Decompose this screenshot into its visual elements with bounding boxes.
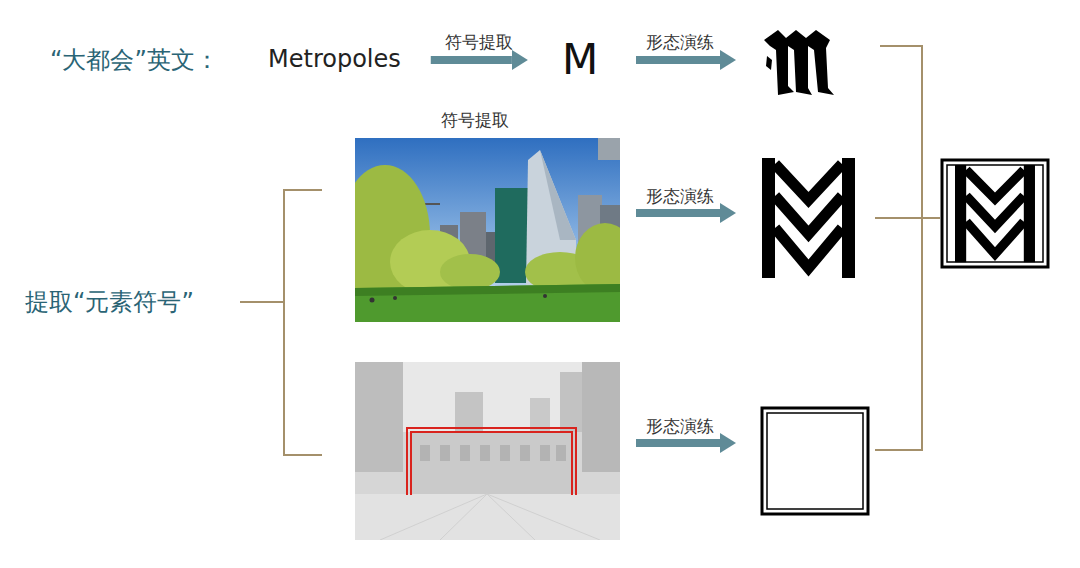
annotation-label: 提取“元素符号” bbox=[25, 288, 194, 317]
chevron-m-symbol bbox=[762, 158, 855, 278]
annotation-label: 形态演练 bbox=[646, 186, 714, 206]
city-park-photo bbox=[355, 138, 620, 322]
library-photo bbox=[355, 362, 620, 540]
combined-logo bbox=[942, 160, 1048, 267]
process-arrow bbox=[431, 56, 512, 64]
annotation-label: 形态演练 bbox=[646, 416, 714, 436]
word-node: Metropoles bbox=[264, 44, 405, 76]
letter-node: M bbox=[558, 34, 602, 86]
annotation-label: “大都会”英文： bbox=[50, 46, 219, 75]
annotation-label: 符号提取 bbox=[441, 110, 509, 130]
process-arrow bbox=[636, 60, 720, 443]
annotation-label: 形态演练 bbox=[646, 32, 714, 52]
node-text: Metropoles bbox=[268, 46, 401, 74]
node-text: M bbox=[562, 36, 598, 84]
blackletter-m-symbol bbox=[764, 30, 834, 95]
edge-label: 符号提取 bbox=[445, 32, 513, 52]
square-frame-symbol bbox=[762, 408, 868, 514]
